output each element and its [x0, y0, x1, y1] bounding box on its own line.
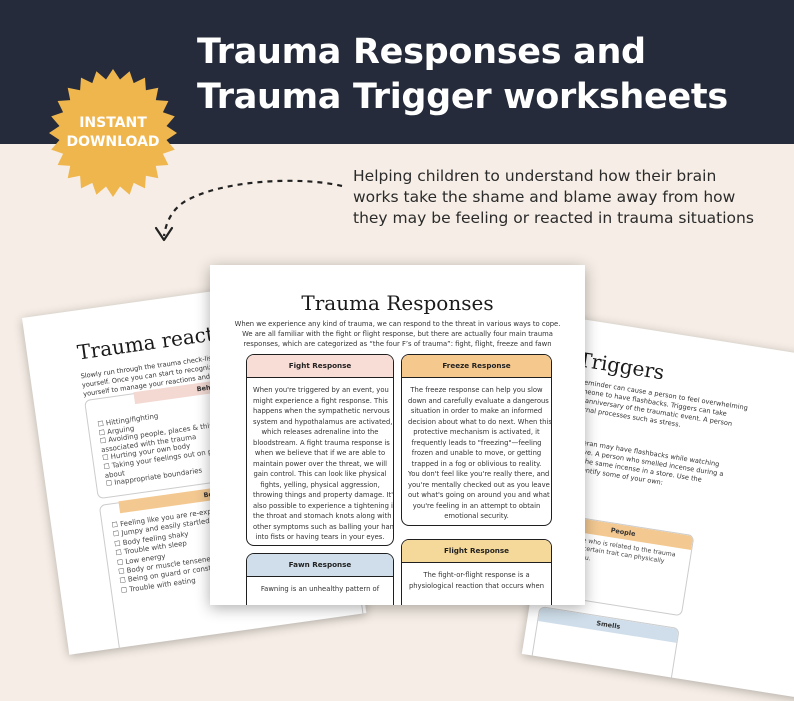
- card-line: frequently leads to "freezing"—feeling: [411, 438, 542, 447]
- card-line: When you're triggered by an event, you: [253, 386, 389, 394]
- title-line-2: Trauma Trigger worksheets: [197, 77, 728, 117]
- badge-text: INSTANT DOWNLOAD: [48, 114, 178, 152]
- card-line: system and hypothalamus are activated,: [253, 417, 393, 426]
- card-heading: Fight Response: [247, 355, 393, 378]
- card-line: might experience a fight response. This: [253, 396, 388, 405]
- worksheet-title: Trauma Responses: [301, 291, 494, 315]
- card-text: When you're triggered by an event, you m…: [247, 378, 393, 543]
- subtitle: Helping children to understand how their…: [353, 166, 783, 229]
- card-line: into fists or having tears in your eyes.: [255, 533, 385, 541]
- card-line: out what's going on around you and what: [408, 491, 550, 499]
- card-line: situation in order to make an informed: [410, 407, 543, 415]
- card-line: the throat and stomach knots along with: [253, 512, 392, 520]
- card-line: bloodstream. A fight trauma response is: [253, 438, 390, 447]
- card-line: throwing things and property damage. It'…: [253, 491, 394, 499]
- card-line: which releases adrenaline into the: [261, 428, 379, 436]
- smells-trigger-box: Smells: [529, 605, 680, 690]
- card-line: You don't feel like you're really there,…: [408, 470, 550, 478]
- fight-response-card: Fight Response When you're triggered by …: [246, 354, 394, 546]
- triggers-paragraph-2: A veteran may have flashbacks while watc…: [561, 436, 794, 512]
- card-line: happens when the sympathetic nervous: [253, 407, 390, 415]
- card-heading: Flight Response: [402, 540, 551, 563]
- card-text: The freeze response can help you slow do…: [402, 378, 551, 522]
- card-line: The freeze response can help you slow: [410, 386, 543, 394]
- title-line-1: Trauma Responses and: [197, 32, 646, 72]
- page-title: Trauma Responses and Trauma Trigger work…: [197, 30, 728, 120]
- card-line: you're mentally checked out as you leave: [408, 480, 550, 489]
- card-line: also possible to experience a tightening…: [253, 501, 394, 510]
- subtitle-line-3: they may be feeling or reacted in trauma…: [353, 209, 754, 227]
- card-line: protective mechanism is activated, it: [413, 428, 540, 436]
- badge-line-1: INSTANT: [79, 115, 147, 131]
- card-line: decision about what to do next. When thi…: [408, 417, 552, 426]
- dashed-arrow-icon: [154, 179, 343, 242]
- card-line: physiological reaction that occurs when: [408, 581, 545, 590]
- card-line: emotional security.: [444, 512, 509, 520]
- fawn-response-card: Fawn Response Fawning is an unhealthy pa…: [246, 553, 394, 605]
- flight-response-card: Flight Response The fight-or-flight resp…: [401, 539, 552, 605]
- card-line: you're feeling in an attempt to obtain: [412, 501, 541, 510]
- card-line: gain control. This can look like physica…: [253, 470, 387, 478]
- card-line: The fight-or-flight response is a: [423, 571, 530, 579]
- card-line: frozen and unable to move, or getting: [411, 449, 542, 457]
- card-line: fights, yelling, physical aggression,: [260, 480, 380, 489]
- card-line: maintain power over the threat, we will: [253, 459, 388, 468]
- card-line: down and carefully evaluate a dangerous: [408, 396, 549, 405]
- card-line: Fawning is an unhealthy pattern of: [260, 585, 380, 593]
- subtitle-line-2: works take the shame and blame away from…: [353, 188, 736, 206]
- subtitle-line-1: Helping children to understand how their…: [353, 167, 717, 185]
- card-line: when we believe that if we are able to: [254, 449, 386, 457]
- badge-line-2: DOWNLOAD: [66, 134, 160, 150]
- instant-download-badge: INSTANT DOWNLOAD: [48, 68, 178, 198]
- card-text: Fawning is an unhealthy pattern of: [247, 577, 393, 595]
- trauma-responses-worksheet: Trauma Responses When we experience any …: [210, 265, 585, 605]
- card-line: trapped in a fog or oblivious to reality…: [411, 459, 542, 468]
- card-line: other symptoms such as balling your hand…: [253, 522, 394, 531]
- worksheet-intro: When we experience any kind of trauma, w…: [234, 320, 561, 348]
- card-heading: Fawn Response: [247, 554, 393, 577]
- freeze-response-card: Freeze Response The freeze response can …: [401, 354, 552, 526]
- card-heading: Freeze Response: [402, 355, 551, 378]
- card-text: The fight-or-flight response is a physio…: [402, 563, 551, 591]
- starburst-icon: [49, 69, 177, 197]
